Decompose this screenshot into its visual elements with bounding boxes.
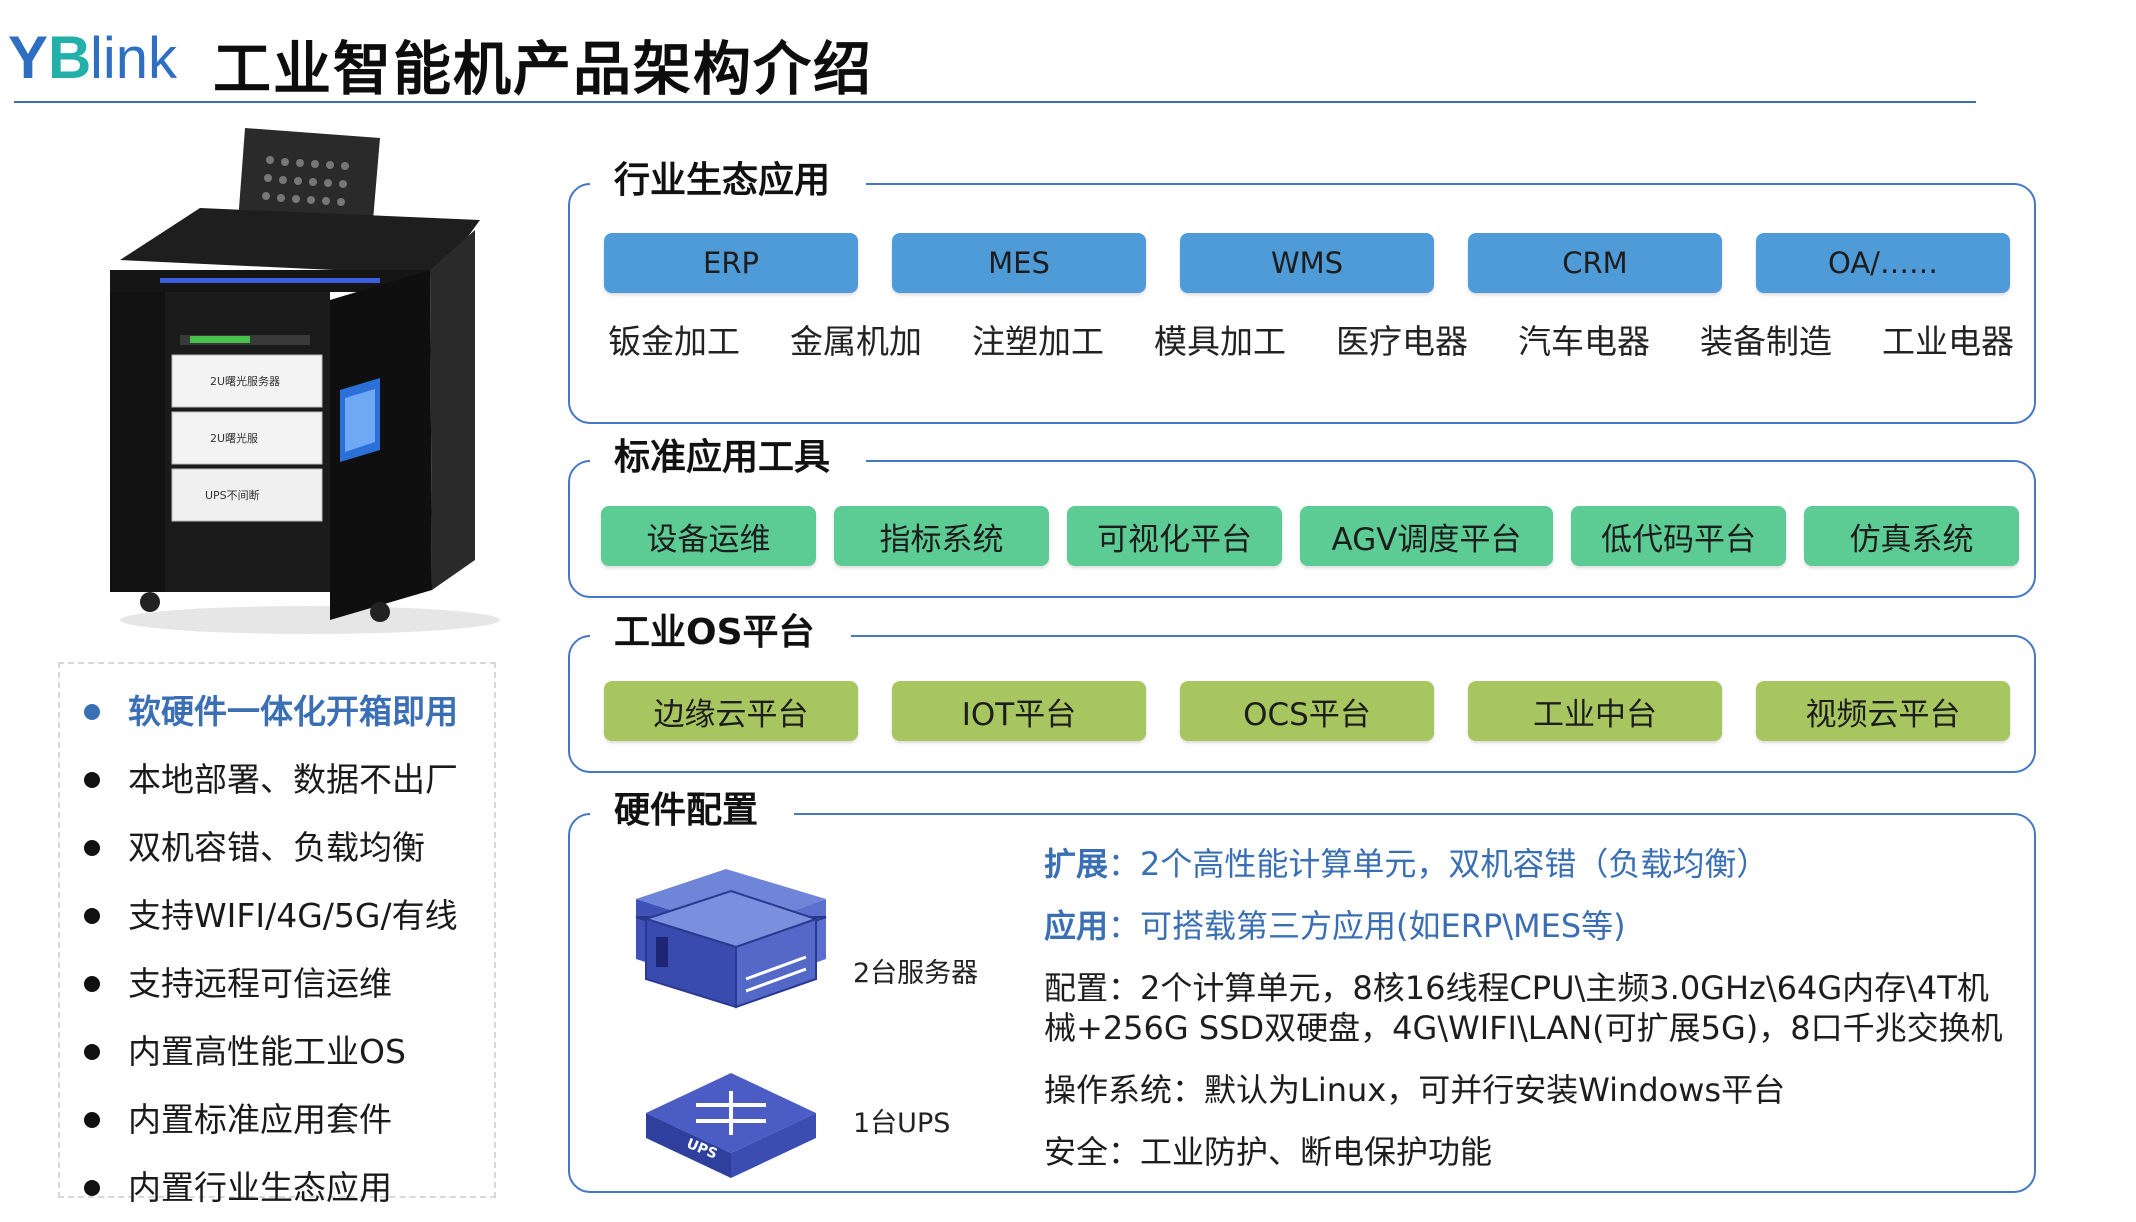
industrial-os-section: 工业OS平台 边缘云平台 IOT平台 OCS平台 工业中台 视频云平台: [568, 605, 2036, 773]
svg-text:Y: Y: [8, 24, 48, 91]
industry-label: 汽车电器: [1518, 322, 1650, 361]
os-iot[interactable]: IOT平台: [892, 681, 1146, 741]
rack-label-1: 2U曙光服务器: [210, 374, 280, 388]
rack-label-3: UPS不间断: [205, 488, 260, 502]
tool-low-code[interactable]: 低代码平台: [1571, 506, 1786, 566]
hw-safety-line: 安全：工业防护、断电保护功能: [1044, 1133, 1493, 1171]
feature-item: 双机容错、负载均衡: [84, 814, 494, 882]
feature-item: 内置高性能工业OS: [84, 1018, 494, 1086]
hw-expand-key: 扩展: [1044, 845, 1109, 883]
industry-label: 工业电器: [1882, 322, 2014, 361]
svg-text:link: link: [90, 26, 178, 91]
hardware-config-section: 硬件配置 2台服务器 UPS 1台UPS 扩展：2个高性能计算单元，双机容错（负…: [568, 783, 2036, 1193]
hw-apply-value: ：可搭载第三方应用(如ERP\MES等): [1108, 907, 1626, 945]
tool-visualization[interactable]: 可视化平台: [1067, 506, 1282, 566]
hw-expand-line: 扩展：2个高性能计算单元，双机容错（负载均衡）: [1044, 839, 1768, 885]
ups-count-label: 1台UPS: [853, 1108, 951, 1139]
app-oa[interactable]: OA/……: [1756, 233, 2010, 293]
feature-item: 内置行业生态应用: [84, 1154, 494, 1222]
bullet-icon: [84, 772, 100, 788]
section-title-hardware: 硬件配置: [590, 783, 795, 839]
rack-label-2: 2U曙光服: [210, 431, 258, 445]
bullet-icon: [84, 976, 100, 992]
industrial-machine-image: 2U曙光服务器 2U曙光服 UPS不间断: [110, 128, 500, 634]
app-wms[interactable]: WMS: [1180, 233, 1434, 293]
app-mes[interactable]: MES: [892, 233, 1146, 293]
hw-apply-key: 应用: [1044, 907, 1109, 945]
feature-item: 内置标准应用套件: [84, 1086, 494, 1154]
page-title: 工业智能机产品架构介绍: [213, 35, 874, 103]
bullet-icon: [84, 1180, 100, 1196]
section-title-industry: 行业生态应用: [590, 153, 867, 209]
bullet-icon: [84, 1112, 100, 1128]
hw-expand-value: ：2个高性能计算单元，双机容错（负载均衡）: [1108, 845, 1769, 883]
ups-icon: UPS: [646, 1073, 816, 1178]
svg-text:B: B: [48, 24, 91, 91]
os-video-cloud[interactable]: 视频云平台: [1756, 681, 2010, 741]
industry-apps-section: 行业生态应用 ERP MES WMS CRM OA/…… 钣金加工 金属机加 注…: [568, 153, 2036, 424]
tool-agv-dispatch[interactable]: AGV调度平台: [1300, 506, 1553, 566]
server-icon: [635, 869, 827, 1009]
feature-item: 支持远程可信运维: [84, 950, 494, 1018]
os-edge-cloud[interactable]: 边缘云平台: [604, 681, 858, 741]
feature-item: 本地部署、数据不出厂: [84, 746, 494, 814]
section-title-os: 工业OS平台: [590, 605, 851, 661]
bullet-icon: [84, 1044, 100, 1060]
section-title-tools: 标准应用工具: [590, 430, 867, 486]
feature-item: 软硬件一体化开箱即用: [84, 678, 494, 746]
feature-list-box: 软硬件一体化开箱即用 本地部署、数据不出厂 双机容错、负载均衡 支持WIFI/4…: [58, 662, 496, 1207]
tool-device-ops[interactable]: 设备运维: [601, 506, 816, 566]
industry-label: 注塑加工: [972, 322, 1104, 361]
industry-label: 金属机加: [790, 322, 922, 361]
feature-list: 软硬件一体化开箱即用 本地部署、数据不出厂 双机容错、负载均衡 支持WIFI/4…: [60, 664, 494, 1222]
os-middle-platform[interactable]: 工业中台: [1468, 681, 1722, 741]
app-erp[interactable]: ERP: [604, 233, 858, 293]
industry-label: 装备制造: [1700, 322, 1832, 361]
feature-item: 支持WIFI/4G/5G/有线: [84, 882, 494, 950]
tool-metrics[interactable]: 指标系统: [834, 506, 1049, 566]
hw-os-line: 操作系统：默认为Linux，可并行安装Windows平台: [1044, 1071, 1786, 1109]
app-crm[interactable]: CRM: [1468, 233, 1722, 293]
standard-tools-section: 标准应用工具 设备运维 指标系统 可视化平台 AGV调度平台 低代码平台 仿真系…: [568, 430, 2036, 598]
header-divider: [14, 101, 1976, 103]
server-count-label: 2台服务器: [853, 958, 979, 989]
os-ocs[interactable]: OCS平台: [1180, 681, 1434, 741]
hw-apply-line: 应用：可搭载第三方应用(如ERP\MES等): [1044, 901, 1626, 947]
bullet-icon: [84, 908, 100, 924]
bullet-icon: [84, 704, 100, 720]
hw-config-line-1: 配置：2个计算单元，8核16线程CPU\主频3.0GHz\64G内存\4T机: [1044, 969, 1989, 1007]
industry-label: 医疗电器: [1336, 322, 1468, 361]
bullet-icon: [84, 840, 100, 856]
tool-simulation[interactable]: 仿真系统: [1804, 506, 2019, 566]
industry-label: 钣金加工: [608, 322, 740, 361]
industry-label: 模具加工: [1154, 322, 1286, 361]
yblink-logo: Y B link: [8, 24, 178, 91]
hw-config-line-2: 械+256G SSD双硬盘，4G\WIFI\LAN(可扩展5G)，8口千兆交换机: [1044, 1009, 2003, 1047]
